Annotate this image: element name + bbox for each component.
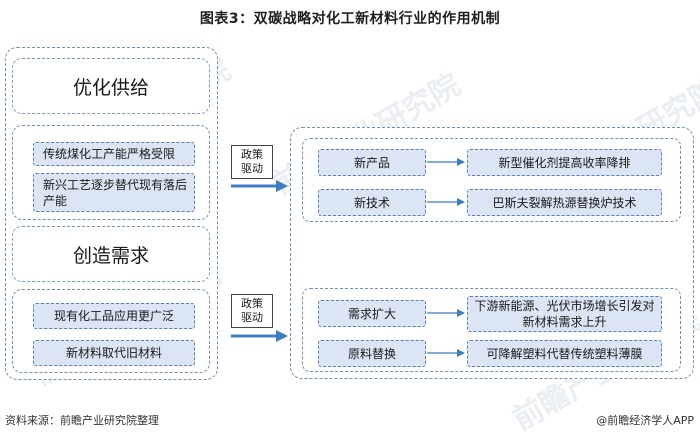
- demand-expand-box: 需求扩大: [318, 300, 426, 327]
- supply-item-1: 传统煤化工产能严格受限: [33, 142, 195, 166]
- policy-label-1: 政策 驱动: [231, 145, 273, 179]
- supply-heading: 优化供给: [72, 76, 149, 99]
- supply-heading-box: 优化供给: [12, 58, 210, 114]
- raw-material-box: 原料替换: [318, 340, 426, 367]
- policy-label-line: 驱动: [241, 162, 263, 175]
- catalyst-box: 新型催化剂提高收率降排: [467, 149, 662, 176]
- demand-heading: 创造需求: [72, 244, 149, 267]
- demand-item-1: 现有化工品应用更广泛: [33, 303, 195, 329]
- demand-heading-box: 创造需求: [12, 226, 210, 282]
- new-product-box: 新产品: [318, 149, 426, 176]
- downstream-box: 下游新能源、光伏市场增长引发对新材料需求上升: [467, 296, 662, 332]
- policy-arrow-2-head: [276, 330, 288, 342]
- basf-box: 巴斯夫裂解热源替换炉技术: [467, 189, 662, 216]
- degradable-box: 可降解塑料代替传统塑料薄膜: [467, 340, 662, 367]
- policy-arrow-1-head: [276, 180, 288, 192]
- policy-label-line: 政策: [241, 297, 263, 310]
- brand-note: @前瞻经济学人APP: [596, 414, 694, 427]
- policy-label-line: 政策: [241, 148, 263, 161]
- policy-label-2: 政策 驱动: [231, 294, 273, 328]
- policy-label-line: 驱动: [241, 311, 263, 324]
- supply-item-2: 新兴工艺逐步替代现有落后产能: [33, 173, 195, 212]
- new-tech-box: 新技术: [318, 189, 426, 216]
- demand-item-2: 新材料取代旧材料: [33, 340, 195, 366]
- diagram-title: 图表3：双碳战略对化工新材料行业的作用机制: [199, 11, 501, 27]
- source-note: 资料来源：前瞻产业研究院整理: [5, 414, 159, 427]
